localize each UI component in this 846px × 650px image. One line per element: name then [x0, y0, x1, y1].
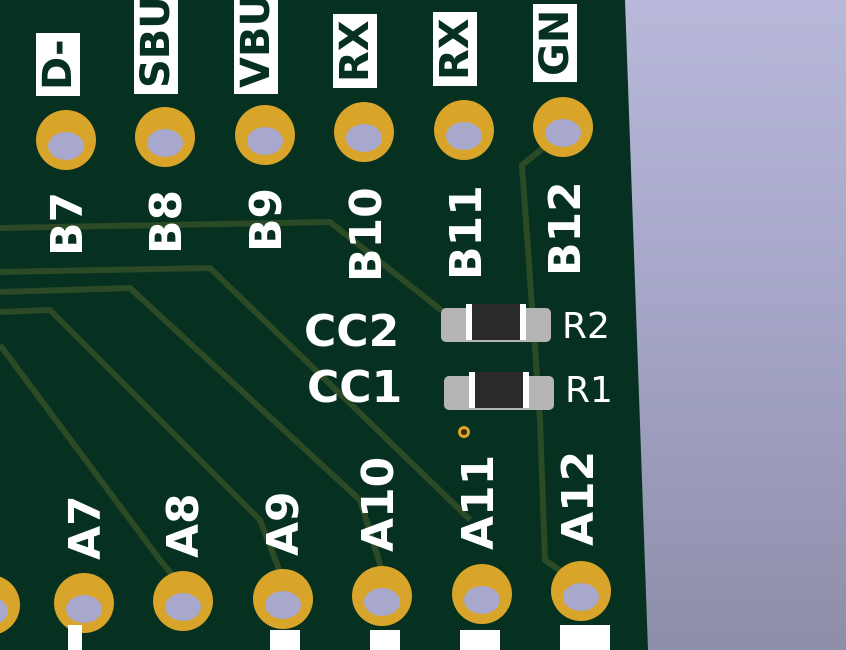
net-label-cc1: CC1 [307, 362, 403, 413]
signal-label-rx1: RX [432, 12, 478, 86]
bottom-silk-marks [68, 625, 610, 650]
pin-label-a10: A10 [353, 456, 404, 552]
top-pads [36, 97, 593, 170]
pin-label-a12: A12 [553, 450, 604, 546]
net-label-cc2: CC2 [304, 306, 400, 357]
pin-label-b9: B9 [241, 187, 292, 252]
ref-label-r1: R1 [565, 370, 613, 411]
traces [0, 129, 582, 592]
signal-label-vbus: VBU [233, 0, 279, 94]
pin-label-a8: A8 [158, 493, 209, 558]
pin-label-b10: B10 [341, 187, 392, 282]
signal-label-d-minus: D- [35, 33, 81, 96]
bottom-pads [0, 561, 611, 634]
pin-label-b12: B12 [540, 181, 591, 276]
pin-label-b8: B8 [141, 189, 192, 254]
signal-label-gnd: GN [532, 3, 578, 82]
signal-label-sbu: SBU [133, 0, 179, 94]
pin-label-b11: B11 [441, 185, 492, 280]
ref-label-r2: R2 [562, 306, 610, 347]
pin-label-a7: A7 [60, 495, 111, 560]
pin-label-b7: B7 [42, 191, 93, 256]
pin-label-a11: A11 [453, 454, 504, 550]
resistor-r2[interactable] [441, 304, 551, 342]
resistor-r1[interactable] [444, 372, 554, 410]
signal-label-rx2: RX [332, 14, 378, 88]
pin-label-a9: A9 [258, 491, 309, 556]
